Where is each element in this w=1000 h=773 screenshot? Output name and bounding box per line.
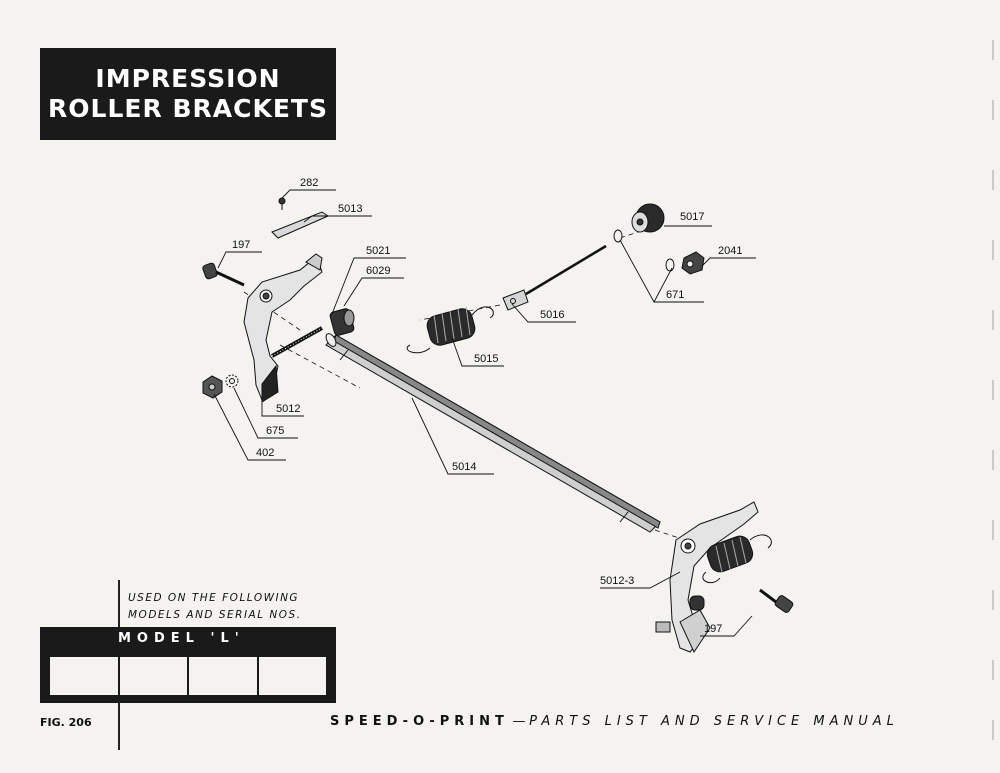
callout-402: 402: [256, 447, 274, 459]
model-label: MODEL 'L': [118, 631, 245, 646]
callout-671: 671: [666, 289, 684, 301]
callout-6029: 6029: [366, 265, 390, 277]
part-675-washer: [225, 374, 239, 388]
part-5012-bracket: [243, 259, 323, 401]
serial-number-cells: [50, 657, 326, 695]
callout-5016: 5016: [540, 309, 564, 321]
figure-number: FIG. 206: [40, 716, 92, 729]
part-2041-nut: [681, 251, 705, 275]
part-402-nut: [202, 375, 223, 399]
footer-title: SPEED-O-PRINT — PARTS LIST AND SERVICE M…: [330, 713, 899, 729]
callout-5014: 5014: [452, 461, 476, 473]
part-spring-right: [702, 534, 772, 584]
part-197-screw-upper: [202, 262, 245, 287]
used-on-line-1: USED ON THE FOLLOWING: [128, 592, 300, 604]
callout-5012: 5012: [276, 403, 300, 415]
serial-cell: [119, 657, 187, 695]
callout-2041: 2041: [718, 245, 742, 257]
used-on-note: USED ON THE FOLLOWING MODELS AND SERIAL …: [128, 590, 302, 624]
part-671-washers: [613, 229, 675, 272]
title-line-1: IMPRESSION: [95, 64, 281, 93]
title-line-2: ROLLER BRACKETS: [48, 94, 328, 123]
callout-197-upper: 197: [232, 239, 250, 251]
callout-5015: 5015: [474, 353, 498, 365]
callout-5017: 5017: [680, 211, 704, 223]
callout-197-lower: 197: [704, 623, 722, 635]
part-6029-spacer: [329, 308, 355, 336]
part-5017-knob: [631, 203, 665, 233]
footer-separator: —: [512, 714, 526, 729]
callout-282: 282: [300, 177, 318, 189]
callout-5021: 5021: [366, 245, 390, 257]
part-5016-rod: [502, 244, 607, 311]
leader-lines: [213, 189, 756, 637]
part-197-screw-lower: [759, 588, 794, 613]
serial-cell: [189, 657, 257, 695]
binder-holes: [992, 40, 994, 740]
callout-5012-3: 5012-3: [600, 575, 634, 587]
serial-cell: [258, 657, 326, 695]
part-5014-shaft: [325, 333, 661, 533]
callout-5013: 5013: [338, 203, 362, 215]
footer-subtitle: PARTS LIST AND SERVICE MANUAL: [529, 714, 899, 729]
model-table: MODEL 'L': [40, 627, 336, 703]
page-title: IMPRESSION ROLLER BRACKETS: [40, 48, 336, 140]
part-5015-spring: [406, 306, 494, 354]
part-282-screw: [278, 197, 286, 210]
footer-brand: SPEED-O-PRINT: [330, 714, 509, 729]
part-5021-stud: [271, 326, 323, 358]
used-on-line-2: MODELS AND SERIAL NOS.: [128, 609, 302, 621]
serial-cell: [50, 657, 118, 695]
callout-675: 675: [266, 425, 284, 437]
